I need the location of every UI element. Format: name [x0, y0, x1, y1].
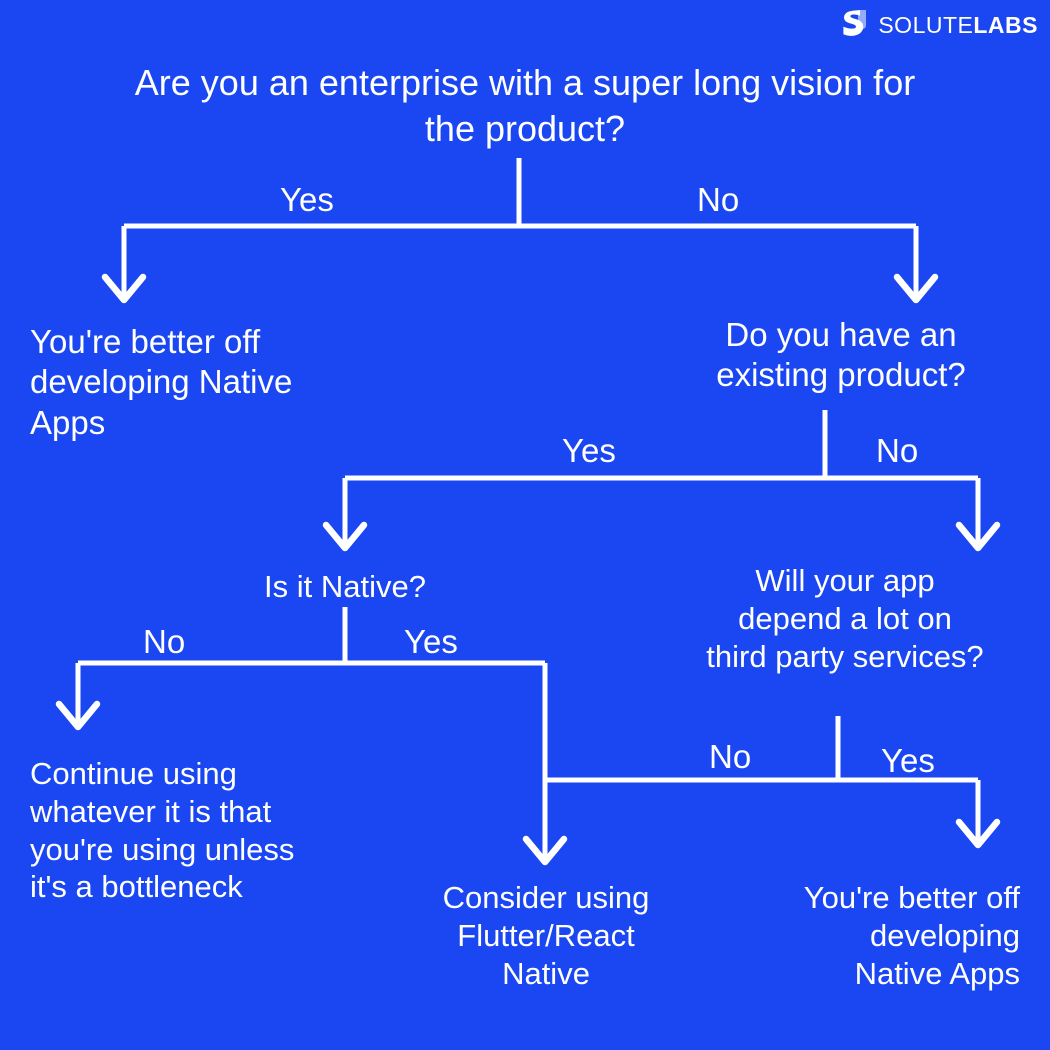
arrowhead-to-r4 — [955, 818, 1001, 849]
brand-wordmark: SOLUTELABS — [878, 14, 1038, 37]
edge-label-q4-no: No — [709, 738, 752, 775]
brand-name-thin: SOLUTE — [878, 12, 974, 38]
arrowhead-to-q3 — [322, 521, 368, 552]
question-node-q3: Is it Native? — [264, 569, 426, 604]
arrowhead-to-r3 — [522, 835, 568, 866]
edge-label-q2-no: No — [876, 432, 919, 469]
edge-label-q1-no: No — [697, 181, 740, 218]
solutelabs-logo: SOLUTELABS — [839, 8, 1038, 43]
arrowhead-to-r2 — [55, 700, 101, 731]
outcome-node-r1: You're better off developing Native Apps — [30, 323, 293, 441]
edge-label-q4-yes: Yes — [881, 742, 935, 779]
edge-label-q3-no: No — [143, 623, 186, 660]
arrowhead-to-q4 — [955, 521, 1001, 552]
arrowhead-to-q2 — [893, 273, 939, 304]
solutelabs-s-mark-icon — [839, 8, 869, 43]
question-node-q1: Are you an enterprise with a super long … — [134, 62, 916, 150]
question-node-q2: Do you have an existing product? — [716, 316, 966, 394]
arrowhead-to-r1 — [101, 273, 147, 304]
brand-name-bold: LABS — [973, 12, 1038, 38]
edge-label-q1-yes: Yes — [280, 181, 334, 218]
edge-label-q2-yes: Yes — [562, 432, 616, 469]
question-node-q4: Will your app depend a lot on third part… — [706, 563, 984, 674]
outcome-node-r3: Consider using Flutter/React Native — [442, 880, 650, 991]
edge-label-q3-yes: Yes — [404, 623, 458, 660]
outcome-node-r2: Continue using whatever it is that you'r… — [30, 756, 295, 905]
outcome-node-r4: You're better off developing Native Apps — [803, 880, 1020, 991]
